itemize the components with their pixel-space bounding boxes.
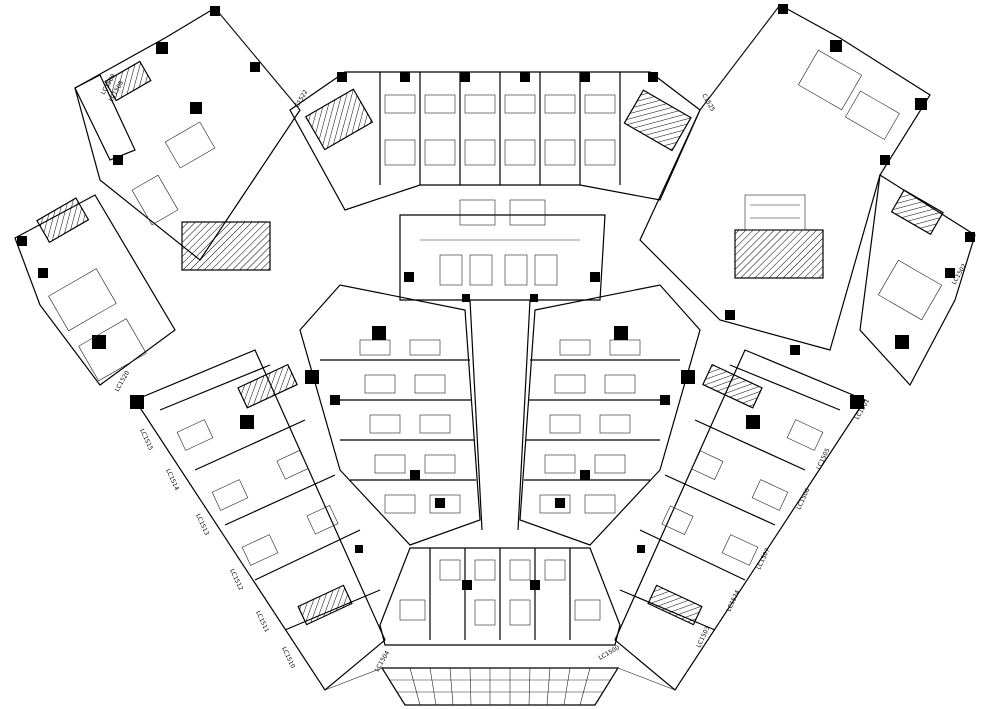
central-left-stack [299,284,481,546]
label-lc1507: LC1507 [755,547,771,571]
stair-core-right [734,229,824,279]
label-lc1500: LC1500 [598,644,621,662]
wing-right [850,173,976,409]
spine-left [469,299,483,531]
wing-lower-right [614,349,866,691]
label-lc1506: LC1506 [795,487,811,511]
label-lc1513: LC1513 [194,513,210,537]
label-lc1524: LC1524 [725,589,741,613]
label-lc1515: LC1515 [138,428,154,452]
spine-right [517,299,531,531]
wing-lower-left [134,349,386,691]
central-right-stack [519,284,701,546]
wing-top-right [639,4,931,355]
wing-left [14,194,176,409]
outer-boundary [214,4,781,691]
stair-core-left [181,221,271,271]
wing-bottom-center [379,547,621,646]
label-lc1512: LC1512 [228,568,244,592]
label-lc1514: LC1514 [164,468,180,492]
terrace-grid [380,667,620,706]
central-core [399,199,606,302]
label-lc1511: LC1511 [254,610,270,634]
wing-top-left [74,6,301,271]
label-c1525: C1525 [700,93,716,114]
label-lc1510: LC1510 [280,646,296,670]
wing-top-center [289,71,701,211]
label-lc1505: LC1505 [815,447,831,471]
